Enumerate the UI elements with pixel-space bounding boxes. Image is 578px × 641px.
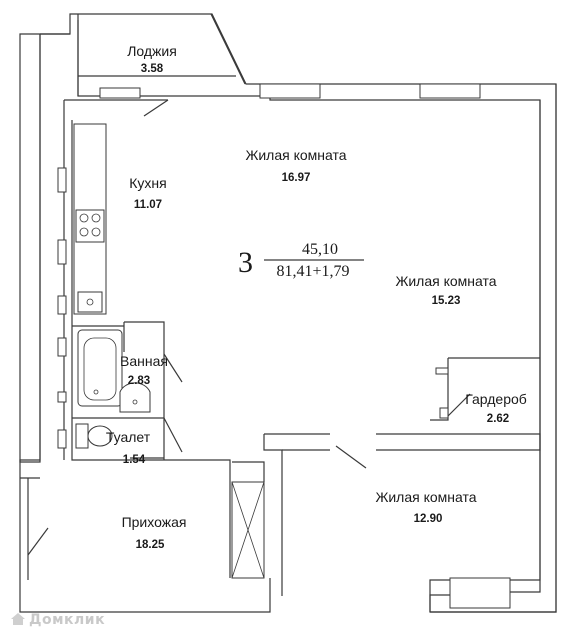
door xyxy=(143,99,169,117)
door xyxy=(163,417,183,453)
room-name-kitchen: Кухня xyxy=(129,175,166,191)
door xyxy=(335,445,367,469)
room-name-loggia: Лоджия xyxy=(127,43,177,59)
living-area: 45,10 xyxy=(302,241,338,258)
room-area-living3: 12.90 xyxy=(414,513,443,525)
kitchen-sink xyxy=(77,291,103,313)
room-name-hallway: Прихожая xyxy=(122,514,187,530)
window xyxy=(449,577,511,609)
room-area-loggia: 3.58 xyxy=(141,63,164,75)
total-area: 81,41+1,79 xyxy=(276,263,349,280)
room-name-living2: Жилая комната xyxy=(395,273,496,289)
toilet-bowl xyxy=(75,423,89,449)
house-icon xyxy=(11,613,25,625)
room-name-wardrobe: Гардероб xyxy=(465,391,527,407)
watermark: Домклик xyxy=(10,612,105,628)
door xyxy=(163,353,183,383)
window xyxy=(99,87,141,99)
room-name-living3: Жилая комната xyxy=(375,489,476,505)
bathtub xyxy=(77,329,123,407)
room-area-kitchen: 11.07 xyxy=(134,199,162,211)
room-name-bathroom: Ванная xyxy=(120,353,168,369)
window xyxy=(259,83,321,99)
stove xyxy=(75,209,105,243)
room-name-living1: Жилая комната xyxy=(245,147,346,163)
room-area-toilet: 1.54 xyxy=(123,454,146,466)
room-area-hallway: 18.25 xyxy=(136,539,165,551)
door xyxy=(27,527,49,556)
watermark-text: Домклик xyxy=(29,612,106,628)
room-name-toilet: Туалет xyxy=(106,429,151,445)
rooms-count: 3 xyxy=(238,246,253,279)
washbasin xyxy=(119,382,151,413)
room-area-wardrobe: 2.62 xyxy=(487,413,509,425)
door xyxy=(447,393,471,417)
room-area-living2: 15.23 xyxy=(432,295,461,307)
room-area-living1: 16.97 xyxy=(282,172,311,184)
room-area-bathroom: 2.83 xyxy=(128,375,150,387)
window xyxy=(419,83,481,99)
